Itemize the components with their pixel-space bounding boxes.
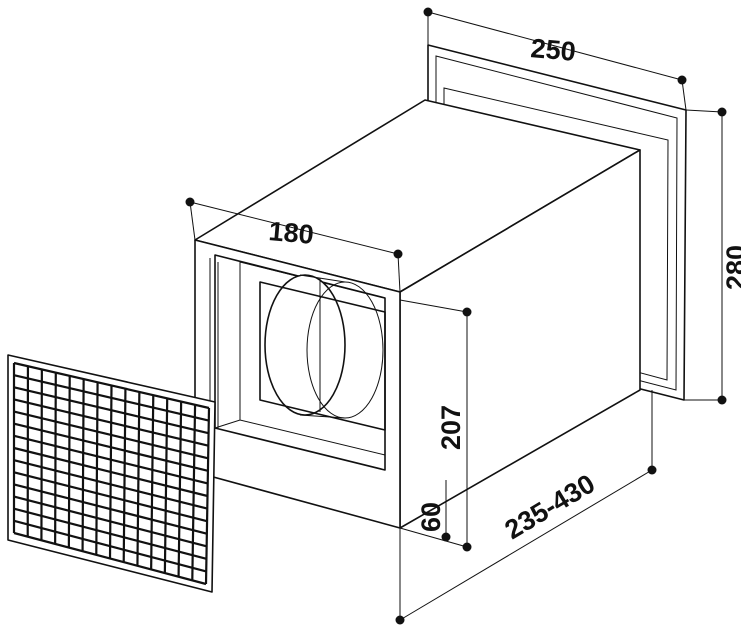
dimension-label-250: 250 <box>529 33 577 67</box>
grille-bar <box>177 401 183 577</box>
grille-bar <box>13 483 208 535</box>
dimension-label-280: 280 <box>721 245 741 290</box>
grille-bar <box>163 398 169 574</box>
grille-bar <box>204 407 211 585</box>
dimension-label-207: 207 <box>436 405 466 450</box>
grille-bar <box>13 531 207 586</box>
dimension-lines <box>185 7 727 625</box>
dimension-label-60: 60 <box>416 502 446 532</box>
grille-bar <box>13 459 208 510</box>
grille-bar <box>13 446 208 498</box>
grille-bar <box>122 388 127 563</box>
grille-bar <box>13 507 207 560</box>
grille-bar <box>13 471 208 523</box>
dimension-label-180: 180 <box>267 216 315 250</box>
grille-bar <box>13 519 207 573</box>
dimension-label-235-430: 235-430 <box>500 468 600 545</box>
front-grille <box>7 354 216 593</box>
duct-box <box>194 99 641 529</box>
grille-bar <box>136 391 141 566</box>
grille-bar <box>191 404 197 581</box>
grille-bar <box>13 495 207 548</box>
grille-bar <box>150 395 155 570</box>
